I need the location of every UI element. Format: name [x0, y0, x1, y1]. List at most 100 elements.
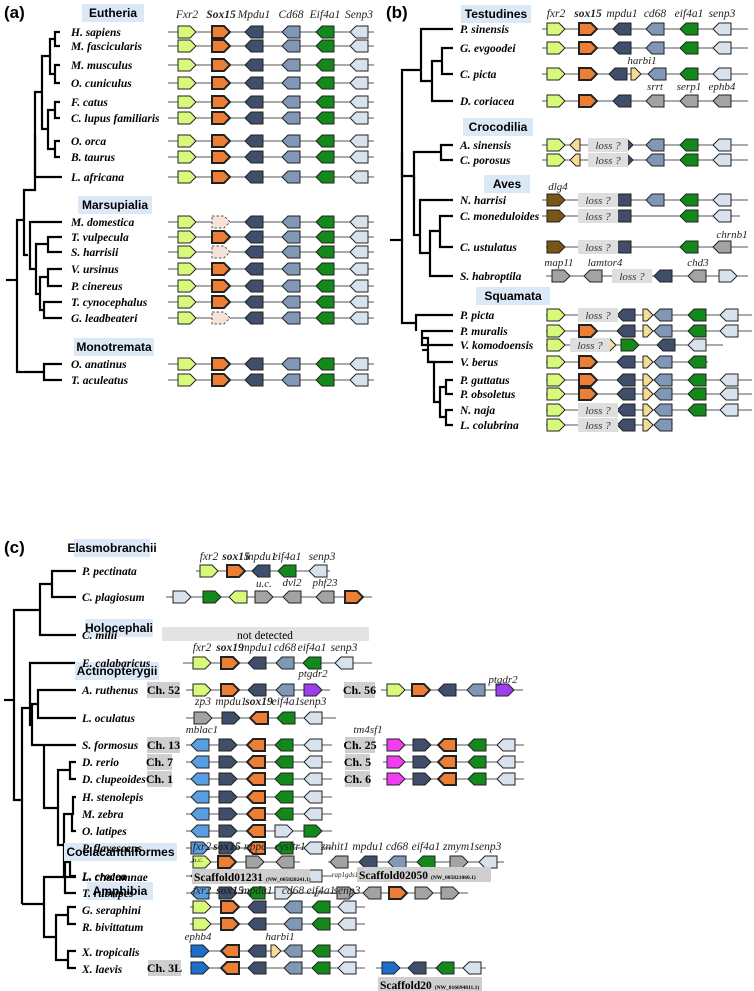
- senp3-gene-arrow: [334, 656, 354, 670]
- sox15-gene-arrow: [578, 94, 599, 108]
- sox15-gene-arrow: [211, 295, 232, 309]
- fxr2-gene-arrow: [192, 656, 212, 670]
- tree-branch: [444, 378, 453, 396]
- scaffold-label: Scaffold20(NW_016694811.1): [380, 980, 479, 991]
- eif4a1-gene-arrow: [687, 355, 707, 369]
- eif4a1-gene-arrow: [687, 387, 707, 401]
- sox15-gene-arrow: [211, 357, 232, 371]
- cd68-gene-arrow: [281, 357, 301, 371]
- chromosome-box: [147, 771, 172, 787]
- eif4a1-gene-arrow: [274, 790, 294, 804]
- eif4a1-gene-arrow: [679, 240, 699, 254]
- sox19-gene-arrow: [248, 711, 269, 725]
- mpdu1-gene-arrow: [656, 338, 676, 352]
- eif4a1-gene-arrow: [679, 138, 699, 152]
- eif4a1-gene-arrow: [274, 755, 294, 769]
- tree-branch: [15, 300, 44, 374]
- gene-label-ptgdr2: ptgdr2: [487, 674, 518, 686]
- loss-box: [588, 153, 628, 167]
- species-label: V. komodoensis: [460, 340, 534, 352]
- tree-branch: [66, 949, 76, 970]
- chromosome-label: Ch. 7: [146, 755, 173, 769]
- sox19-gene-arrow: [245, 807, 266, 821]
- gene-label-senp3: senp3: [334, 885, 361, 897]
- dlg4-gene-arrow: [546, 209, 566, 223]
- senp3-gene-arrow: [496, 772, 516, 786]
- eif4a1-gene-arrow: [311, 917, 331, 931]
- harbi1-gene-arrow: [642, 418, 654, 432]
- species-label: S. habroptila: [460, 271, 522, 283]
- cd68-gene-arrow: [653, 418, 673, 432]
- not-detected-label: not detected: [237, 630, 293, 642]
- cd68-gene-arrow: [653, 403, 673, 417]
- gene-label-ephb4: ephb4: [709, 81, 736, 93]
- cd68-gene-arrow: [281, 245, 301, 259]
- mpdu1-gene-arrow: [244, 279, 264, 293]
- tree-branch: [414, 313, 453, 331]
- fxr2-gene-arrow: [386, 683, 406, 697]
- fxr2-gene-arrow: [546, 403, 566, 417]
- chromosome-label: Ch. 5: [344, 755, 371, 769]
- mpdu1-gene-arrow: [412, 772, 432, 786]
- mpdu1-gene-arrow: [218, 886, 238, 900]
- tree-branch: [53, 63, 60, 85]
- sox-gene-arrow: [220, 683, 241, 697]
- mpdu1-gene-arrow: [244, 357, 264, 371]
- species-label: C. picta: [460, 69, 497, 81]
- tree-branch: [38, 582, 76, 637]
- harbi1-gene-arrow: [569, 153, 581, 167]
- mpdu1-gene-arrow: [612, 94, 632, 108]
- chromosome-box: [344, 682, 375, 698]
- gene-label-znhit1: znhit1: [320, 841, 349, 853]
- cd68-gene-arrow: [281, 373, 301, 387]
- tree-branch: [412, 150, 441, 200]
- sox15-gene-arrow: [578, 387, 599, 401]
- tree-branch: [419, 55, 432, 83]
- gene-label-lamtor4: lamtor4: [588, 257, 623, 269]
- sox15-gene-arrow: [578, 355, 599, 369]
- serp1-gene-arrow: [679, 94, 699, 108]
- eif4a1-gene-arrow: [311, 900, 331, 914]
- tree-branch: [28, 690, 32, 727]
- species-label: A. sinensis: [459, 140, 512, 152]
- fxr2-gene-arrow: [177, 25, 197, 39]
- eif4a1-gene-arrow: [687, 324, 707, 338]
- species-label: P. pectinata: [82, 566, 137, 578]
- mpdu1-gene-arrow: [653, 269, 673, 283]
- fxr2-gene-arrow: [546, 373, 566, 387]
- tree-branch: [28, 240, 36, 271]
- species-label: M. fascicularis: [70, 41, 142, 53]
- gene-label-chrnb1: chrnb1: [716, 229, 747, 241]
- panel-c-label: (c): [4, 538, 25, 557]
- fxr2-gene-arrow: [546, 138, 566, 152]
- mpdu1-gene-arrow: [244, 76, 264, 90]
- column-header-cd68: cd68: [644, 8, 667, 20]
- eif4a1-gene-arrow: [315, 373, 335, 387]
- senp3-gene-arrow: [712, 138, 732, 152]
- senp3-gene-arrow: [337, 917, 357, 931]
- cd68-gene-arrow: [281, 76, 301, 90]
- loss-box: [578, 403, 618, 417]
- senp3-gene-arrow: [719, 308, 739, 322]
- senp3-gene-arrow: [274, 886, 294, 900]
- fxr2-gene-arrow: [546, 41, 566, 55]
- cd68-gene-arrow: [281, 230, 301, 244]
- species-label: X. tropicalis: [81, 947, 140, 959]
- gene-label-harbi1: harbi1: [627, 55, 656, 67]
- species-label: S. harrisii: [71, 247, 119, 259]
- cd68-gene-arrow: [275, 656, 295, 670]
- clade-squamata-box: [476, 287, 550, 305]
- species-label: P. picta: [460, 310, 495, 322]
- species-label: A. ruthenus: [81, 685, 139, 697]
- cd68-gene-arrow: [281, 95, 301, 109]
- sox15-gene-arrow: [211, 134, 232, 148]
- senp3-gene-arrow: [349, 58, 369, 72]
- mblac1-gene-arrow: [190, 824, 210, 838]
- gene-label-rap1gds1: rap1gds1: [332, 871, 358, 879]
- sox15-gene-arrow: [211, 76, 232, 90]
- species-label: O. anatinus: [71, 359, 127, 371]
- gene-label-zmym1: zmym1: [442, 841, 475, 853]
- senp3-gene-arrow: [349, 76, 369, 90]
- sox19-gene-arrow: [436, 738, 457, 752]
- tree-branch: [42, 875, 76, 930]
